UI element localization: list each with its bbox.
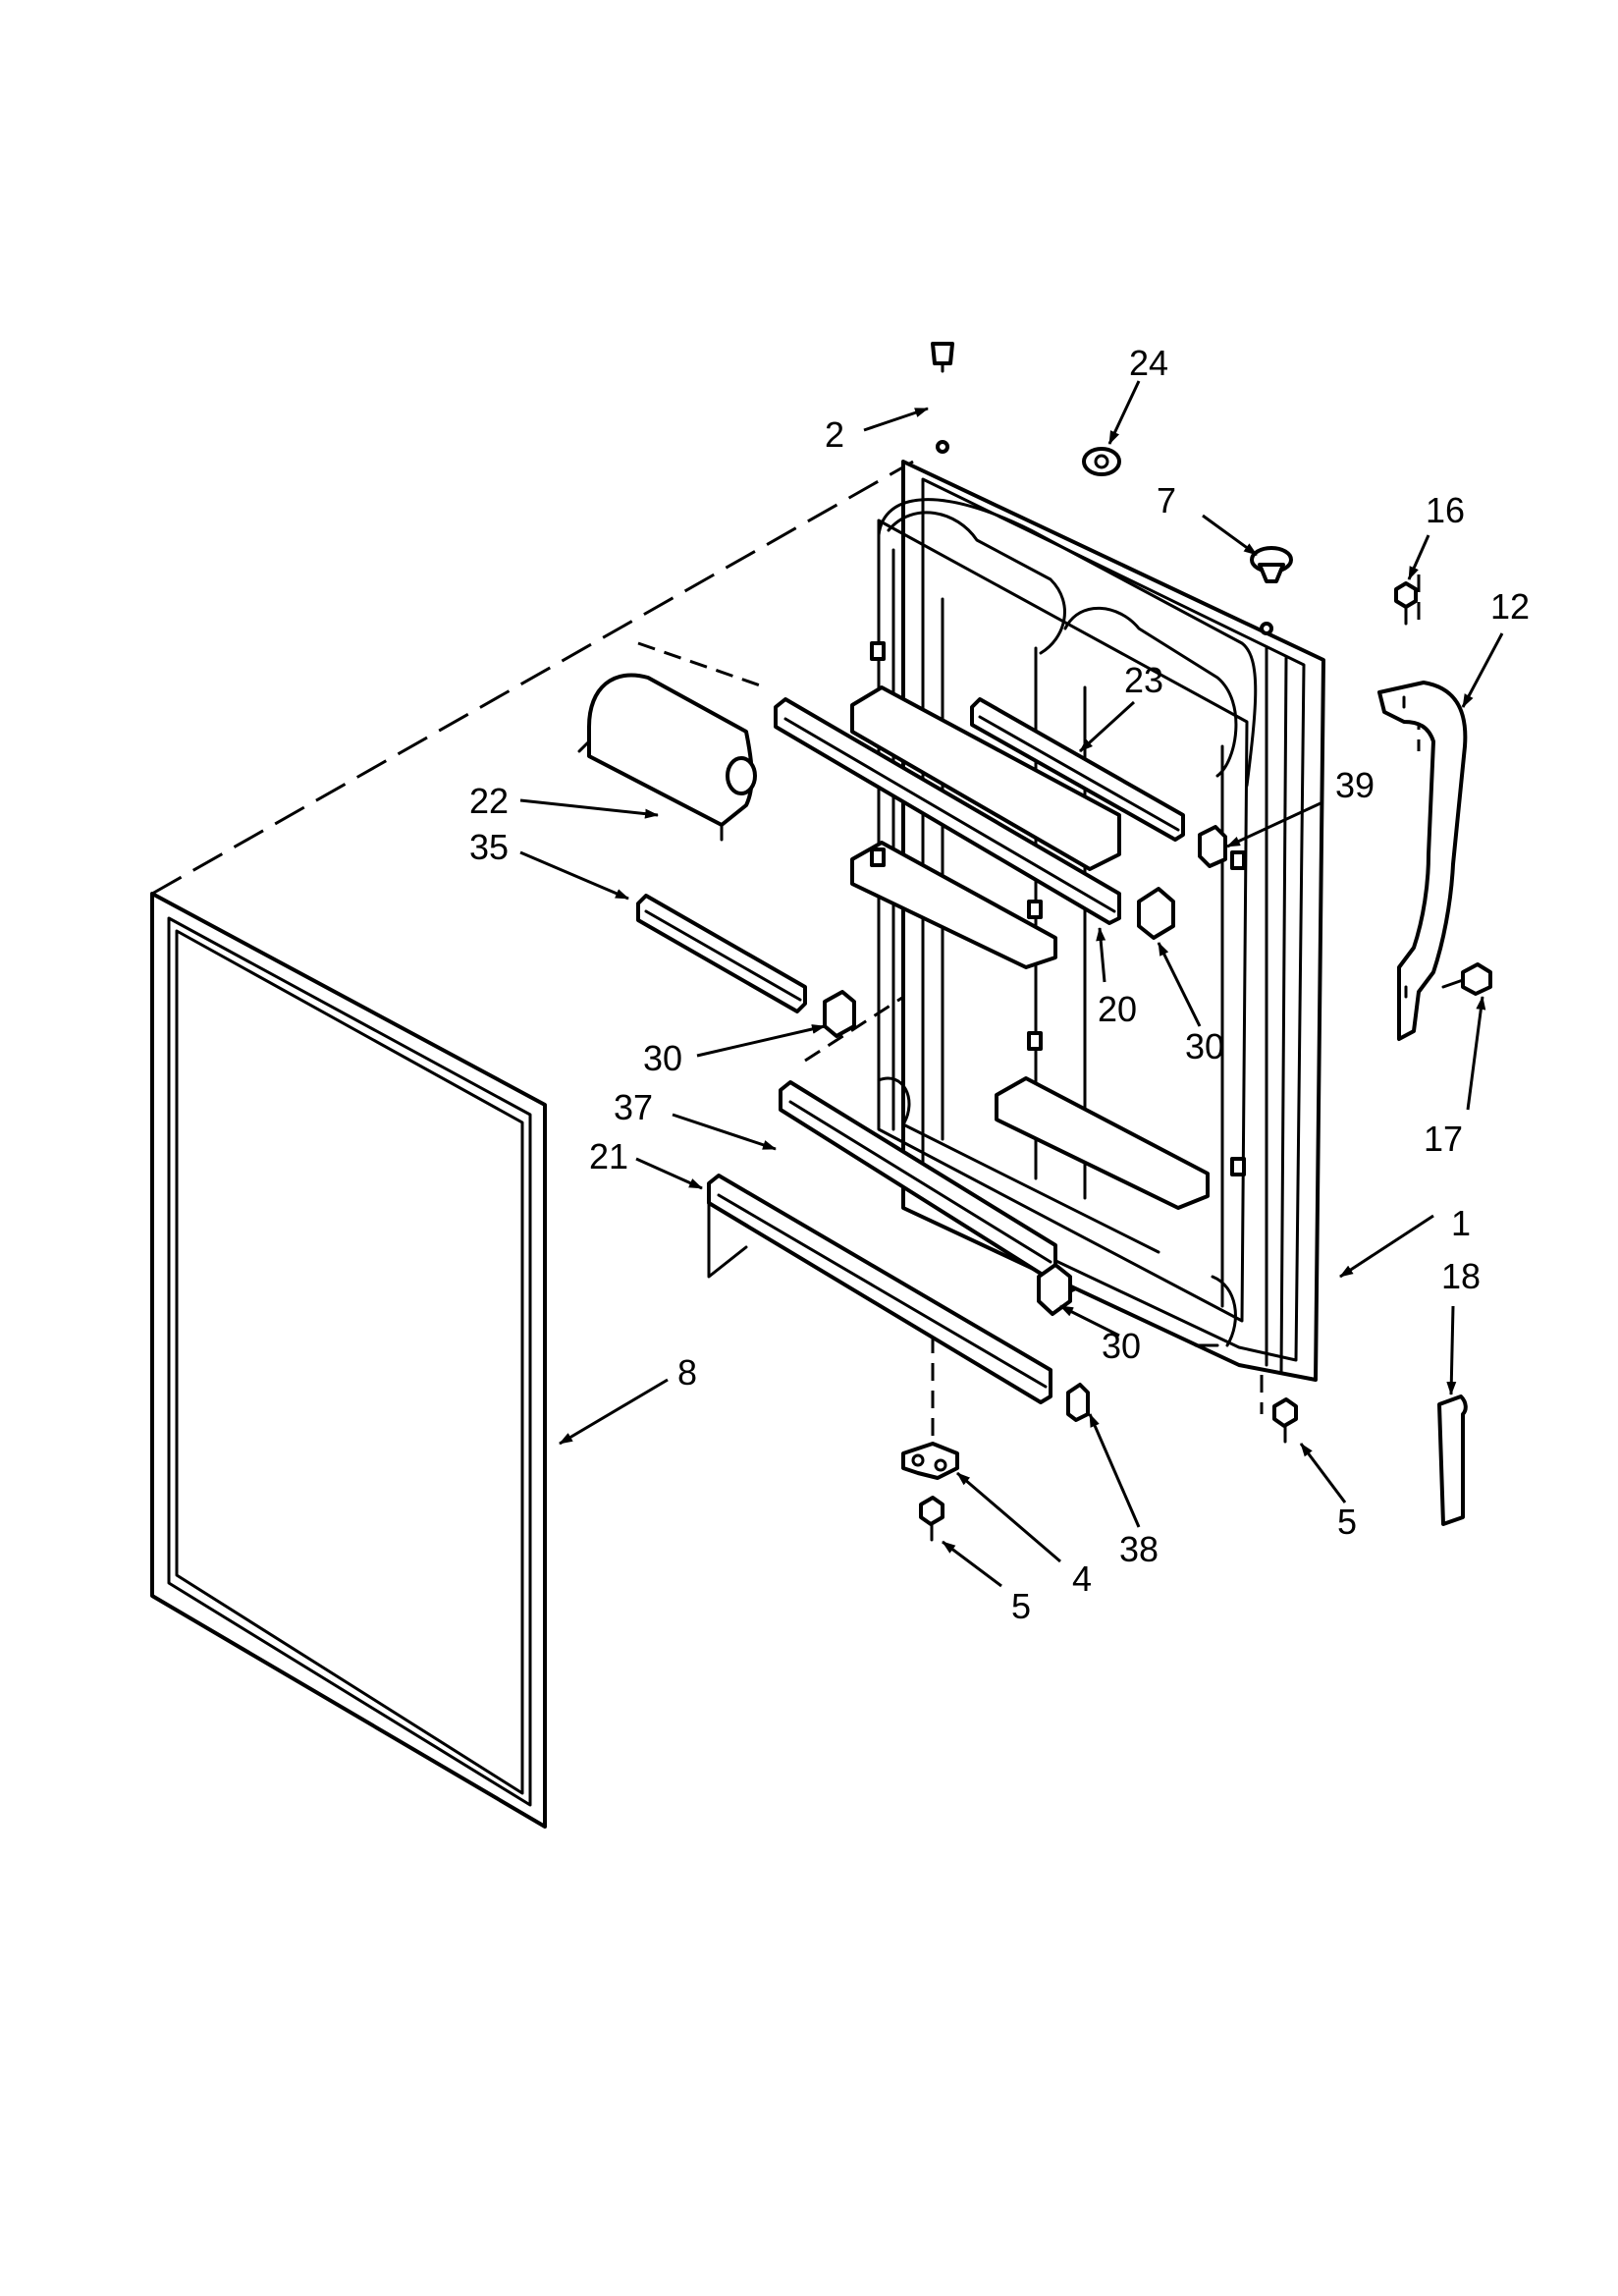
callout-24: 24 <box>1129 343 1168 383</box>
door-assembly <box>850 440 1325 1382</box>
callout-35: 35 <box>469 827 509 867</box>
leader-arrows <box>519 380 1504 1588</box>
shelf-clip-30-left <box>823 990 856 1038</box>
shelf-clip-39 <box>1198 825 1227 868</box>
shelf-bar-35 <box>636 894 807 1013</box>
callout-30-right: 30 <box>1185 1026 1224 1066</box>
callout-23: 23 <box>1124 660 1163 700</box>
callout-30-left: 30 <box>643 1038 682 1078</box>
callout-12: 12 <box>1490 586 1530 627</box>
shelf-clip-30-right <box>1137 887 1175 940</box>
shelf-clip-38 <box>1066 1383 1090 1422</box>
shelf-bar-21 <box>707 1174 1052 1404</box>
callout-18: 18 <box>1441 1256 1481 1296</box>
callout-38: 38 <box>1119 1529 1159 1569</box>
callout-37: 37 <box>614 1087 653 1127</box>
callout-39: 39 <box>1335 765 1375 805</box>
door-handle-12 <box>1377 681 1468 1041</box>
dairy-door <box>577 673 757 842</box>
callout-30-bottom: 30 <box>1102 1326 1141 1366</box>
cap-24 <box>1082 447 1121 476</box>
screw-5-bottom <box>919 1496 944 1542</box>
callout-4: 4 <box>1072 1558 1092 1599</box>
handle-insert-18 <box>1437 1394 1468 1526</box>
callout-16: 16 <box>1426 490 1465 530</box>
callout-labels: 2 24 7 16 12 23 39 22 35 20 30 30 37 21 … <box>469 343 1530 1626</box>
callout-1: 1 <box>1451 1203 1471 1243</box>
callout-5-bottom: 5 <box>1011 1586 1031 1626</box>
screw-17 <box>1441 962 1492 996</box>
screw-16 <box>1394 581 1418 626</box>
shelf-bar-23 <box>970 697 1185 842</box>
door-gasket <box>150 892 547 1829</box>
callout-5-right: 5 <box>1337 1502 1357 1542</box>
hinge-4 <box>901 1442 959 1480</box>
plug-button-7 <box>1250 546 1293 583</box>
callout-2: 2 <box>825 414 844 455</box>
callout-7: 7 <box>1157 480 1176 520</box>
callout-17: 17 <box>1424 1119 1463 1159</box>
screw-5-right <box>1272 1397 1298 1444</box>
shelf-bar-20 <box>774 697 1121 925</box>
plug-button-2 <box>931 342 954 373</box>
callout-21: 21 <box>589 1136 628 1176</box>
shelf-clip-30-bottom <box>1037 1263 1072 1316</box>
callout-8: 8 <box>677 1352 697 1393</box>
callout-20: 20 <box>1098 989 1137 1029</box>
callout-22: 22 <box>469 781 509 821</box>
